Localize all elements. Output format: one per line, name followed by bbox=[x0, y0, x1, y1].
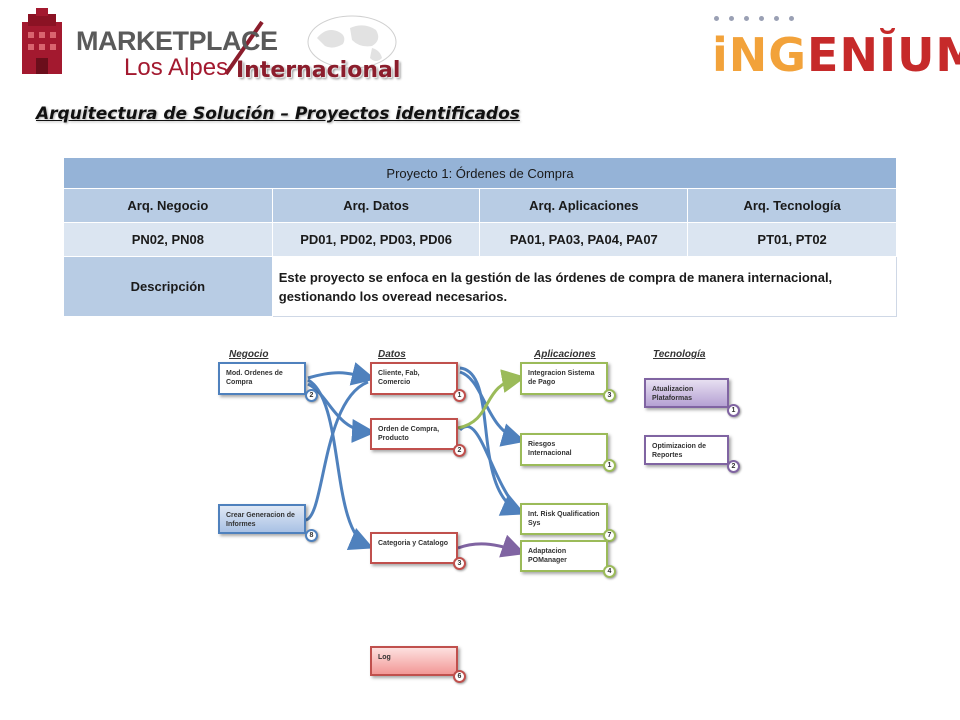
badge-optimizacion: 2 bbox=[727, 460, 740, 473]
badge-actualizacion: 1 bbox=[727, 404, 740, 417]
node-adaptacion[interactable]: Adaptacion POManager bbox=[520, 540, 608, 572]
badge-adaptacion: 4 bbox=[603, 565, 616, 578]
node-label: Categoria y Catalogo bbox=[378, 540, 449, 547]
node-label: Optimizacion de Reportes bbox=[652, 443, 707, 459]
badge-orden: 2 bbox=[453, 444, 466, 457]
node-label: Cliente, Fab, Comercio bbox=[378, 370, 420, 386]
arrow-mod-categoria bbox=[307, 378, 374, 551]
brand-line1: MARKETPLACE bbox=[76, 26, 278, 56]
col-negocio: Negocio bbox=[229, 349, 269, 360]
header-tecnologia: Arq. Tecnología bbox=[687, 188, 897, 223]
badge-categoria: 3 bbox=[453, 557, 466, 570]
badge-crear-informes: 8 bbox=[305, 529, 318, 542]
node-label: Log bbox=[378, 654, 391, 661]
node-label: Atualizacion Plataformas bbox=[652, 386, 694, 402]
arrow-orden-risk bbox=[458, 425, 522, 514]
desc-text: Este proyecto se enfoca en la gestión de… bbox=[271, 256, 898, 317]
node-mod-ordenes[interactable]: Mod. Ordenes de Compra bbox=[218, 362, 306, 395]
node-crear-informes[interactable]: Crear Generacion de Informes bbox=[218, 504, 306, 534]
codes-negocio: PN02, PN08 bbox=[63, 222, 273, 257]
node-log[interactable]: Log bbox=[370, 646, 458, 676]
node-optimizacion[interactable]: Optimizacion de Reportes bbox=[644, 435, 729, 465]
arrow-mod-cliente bbox=[307, 362, 376, 386]
node-label: Integracion Sistema de Pago bbox=[528, 370, 595, 386]
node-label: Mod. Ordenes de Compra bbox=[226, 370, 283, 386]
col-datos: Datos bbox=[378, 349, 406, 360]
arrow-mod-orden bbox=[307, 382, 376, 443]
project-table: Proyecto 1: Órdenes de Compra Arq. Negoc… bbox=[63, 157, 898, 317]
marketplace-building-icon bbox=[22, 8, 397, 76]
codes-datos: PD01, PD02, PD03, PD06 bbox=[271, 222, 481, 257]
node-label: Int. Risk Qualification Sys bbox=[528, 511, 600, 527]
marketplace-logo: MARKETPLACE Los Alpes Internacional bbox=[12, 8, 412, 92]
node-cliente[interactable]: Cliente, Fab, Comercio bbox=[370, 362, 458, 395]
badge-riesgos: 1 bbox=[603, 459, 616, 472]
codes-tecnologia: PT01, PT02 bbox=[687, 222, 897, 257]
ingenium-wordmark: iNGENĬUM bbox=[712, 28, 960, 82]
node-label: Adaptacion POManager bbox=[528, 548, 567, 564]
node-label: Orden de Compra, Producto bbox=[378, 426, 440, 442]
node-actualizacion[interactable]: Atualizacion Plataformas bbox=[644, 378, 729, 408]
brand-line2: Los Alpes bbox=[124, 54, 229, 81]
arrow-cliente-riesgos bbox=[459, 370, 526, 447]
arrow-categoria-adaptacion bbox=[457, 534, 526, 558]
node-risk[interactable]: Int. Risk Qualification Sys bbox=[520, 503, 608, 535]
badge-log: 6 bbox=[453, 670, 466, 683]
badge-mod-ordenes: 2 bbox=[305, 389, 318, 402]
desc-label: Descripción bbox=[63, 256, 273, 317]
header-aplicaciones: Arq. Aplicaciones bbox=[479, 188, 689, 223]
ingenium-logo: iNGENĬUM bbox=[700, 10, 960, 82]
arrow-orden-integracion bbox=[457, 369, 526, 430]
brand-tag: Internacional bbox=[236, 58, 401, 83]
badge-risk: 7 bbox=[603, 529, 616, 542]
node-integracion[interactable]: Integracion Sistema de Pago bbox=[520, 362, 608, 395]
node-categoria[interactable]: Categoria y Catalogo bbox=[370, 532, 458, 564]
page-title: Arquitectura de Solución – Proyectos ide… bbox=[36, 104, 520, 124]
node-label: Crear Generacion de Informes bbox=[226, 512, 295, 528]
col-tecnologia: Tecnología bbox=[653, 349, 706, 360]
col-aplicaciones: Aplicaciones bbox=[534, 349, 596, 360]
node-orden[interactable]: Orden de Compra, Producto bbox=[370, 418, 458, 450]
node-label: Riesgos Internacional bbox=[528, 441, 572, 457]
arrow-cliente-risk bbox=[459, 366, 526, 516]
logo-dots bbox=[714, 16, 794, 21]
badge-cliente: 1 bbox=[453, 389, 466, 402]
badge-integracion: 3 bbox=[603, 389, 616, 402]
table-title: Proyecto 1: Órdenes de Compra bbox=[63, 157, 897, 189]
arrow-informes-cliente bbox=[305, 380, 369, 522]
node-riesgos[interactable]: Riesgos Internacional bbox=[520, 433, 608, 466]
codes-aplicaciones: PA01, PA03, PA04, PA07 bbox=[479, 222, 689, 257]
header-negocio: Arq. Negocio bbox=[63, 188, 273, 223]
